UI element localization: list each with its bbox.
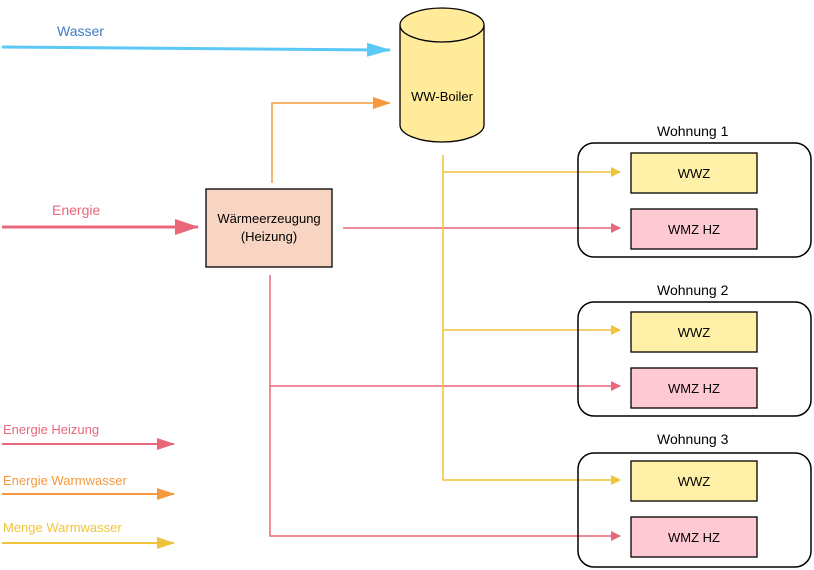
wmz-label-2: WMZ HZ xyxy=(668,380,720,396)
wwz-box-1 xyxy=(630,152,758,194)
boiler-to-wwz3-arrow xyxy=(442,330,621,485)
boiler-to-wwz2-arrow xyxy=(442,172,621,335)
wwz-label-2: WWZ xyxy=(677,324,711,340)
heater-label-line2: (Heizung) xyxy=(240,229,298,244)
heater-label-line1: Wärmeerzeugung xyxy=(217,211,321,226)
wmz-box-3 xyxy=(630,516,758,558)
boiler-cylinder xyxy=(399,7,485,143)
water-label: Wasser xyxy=(57,23,104,39)
wwz-label-3: WWZ xyxy=(677,473,711,489)
heater-box xyxy=(205,188,333,268)
legend-heating-label: Energie Heizung xyxy=(3,422,100,437)
legend-warm-amount-label: Menge Warmwasser xyxy=(3,520,122,535)
wwz-box-3 xyxy=(630,460,758,502)
energy-label: Energie xyxy=(52,202,101,218)
water-input-arrow xyxy=(1,42,391,57)
apartment-3-title: Wohnung 3 xyxy=(657,431,729,447)
heater-label: Wärmeerzeugung (Heizung) xyxy=(206,189,332,267)
apartment-2-container xyxy=(577,301,812,417)
wmz-box-1 xyxy=(630,208,758,250)
apartment-1-container xyxy=(577,142,812,258)
heater-to-boiler-arrow xyxy=(271,97,391,183)
wmz-box-2 xyxy=(630,367,758,409)
wwz-label-1: WWZ xyxy=(677,165,711,181)
apartment-1-title: Wohnung 1 xyxy=(657,123,729,139)
wmz-label-1: WMZ HZ xyxy=(668,221,720,237)
wmz-label-3: WMZ HZ xyxy=(668,529,720,545)
boiler-label: WW-Boiler xyxy=(411,88,473,104)
wwz-box-2 xyxy=(630,311,758,353)
boiler-to-wwz1-arrow xyxy=(442,155,621,177)
apartment-3-container xyxy=(577,452,812,568)
heater-to-wmz3-arrow xyxy=(269,386,621,541)
legend-warm-energy-label: Energie Warmwasser xyxy=(3,473,127,488)
apartment-2-title: Wohnung 2 xyxy=(657,282,729,298)
